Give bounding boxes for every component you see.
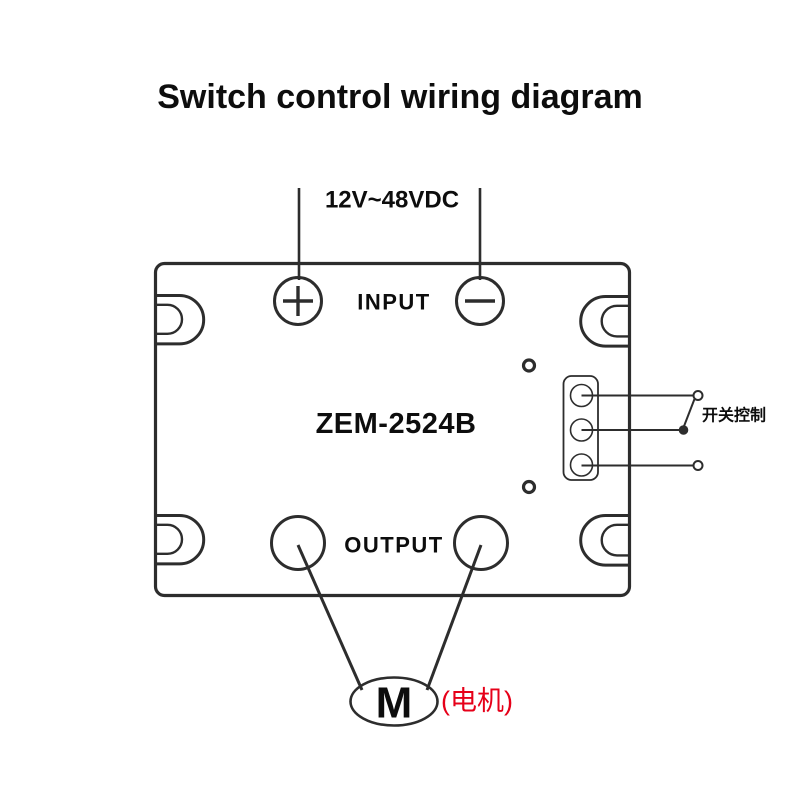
positive-terminal: [273, 276, 323, 326]
switch-lever: [682, 398, 696, 428]
model-label: ZEM-2524B: [316, 408, 477, 440]
motor-ellipse: [349, 676, 439, 727]
output-terminal-left: [270, 515, 326, 571]
pcb-hole-bottom: [521, 479, 537, 495]
switch-contact-bottom: [692, 460, 704, 471]
switch-control-label: 开关控制: [702, 406, 766, 425]
mounting-slot-bottom-left-inner: [156, 523, 184, 555]
mounting-slot-top-left-outer: [156, 294, 206, 346]
switch-contact-top: [692, 390, 704, 401]
pcb-hole-top: [521, 358, 537, 373]
control-connector: [562, 375, 599, 481]
switch-pivot-dot: [678, 425, 689, 435]
mounting-slot-bottom-left-outer: [156, 514, 206, 566]
page-title: Switch control wiring diagram: [157, 78, 643, 116]
output-label: OUTPUT: [344, 533, 443, 558]
motor-name-label: (电机): [441, 686, 513, 716]
mounting-slot-bottom-right-outer: [579, 514, 629, 567]
voltage-label: 12V~48VDC: [325, 187, 459, 214]
plus-icon: [283, 286, 313, 316]
mounting-slot-bottom-right-inner: [600, 523, 629, 557]
motor-symbol: M: [376, 679, 413, 728]
output-terminal-right: [453, 515, 509, 571]
input-label: INPUT: [357, 290, 431, 315]
mounting-slot-top-right-inner: [600, 304, 629, 338]
motor-wire-left: [296, 544, 364, 691]
mounting-slot-top-right-outer: [579, 295, 629, 348]
mounting-slot-top-left-inner: [156, 303, 184, 335]
negative-terminal: [455, 276, 505, 326]
